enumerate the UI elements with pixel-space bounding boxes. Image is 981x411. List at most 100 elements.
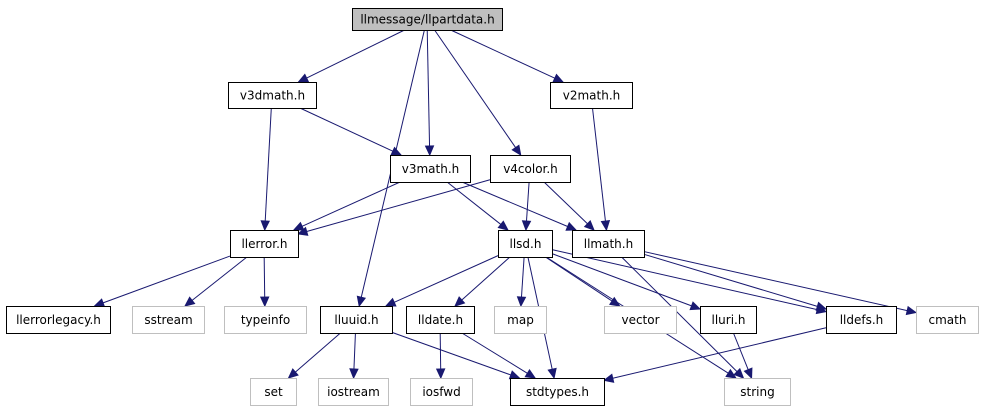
edge-llsd-to-lldate: [454, 256, 511, 307]
edge-lldate-to-iosfwd: [435, 332, 446, 380]
node-box: [406, 306, 475, 334]
node-v4color[interactable]: v4color.h: [490, 155, 571, 183]
edge-line: [301, 181, 401, 227]
node-box: [250, 378, 297, 406]
edge-line: [461, 256, 511, 301]
edge-llsd-to-map: [516, 256, 527, 308]
arrowhead-icon: [435, 368, 446, 380]
edge-root-to-v4color: [434, 29, 522, 157]
node-vector: vector: [604, 306, 677, 334]
arrowhead-icon: [508, 370, 521, 380]
arrowhead-icon: [390, 146, 403, 156]
node-v2math[interactable]: v2math.h: [550, 82, 633, 109]
node-label: v3math.h: [402, 162, 460, 176]
edge-line: [306, 29, 405, 79]
edge-line: [591, 107, 606, 222]
node-map: map: [494, 306, 547, 334]
arrowhead-icon: [552, 73, 565, 83]
edge-v4color-to-llsd: [521, 181, 532, 232]
edge-line: [643, 253, 818, 307]
edge-v3dmath-to-v3math: [299, 107, 403, 156]
node-llsd[interactable]: llsd.h: [498, 230, 553, 258]
node-set: set: [250, 378, 297, 406]
edge-llerror-to-llerrorlegacy: [93, 255, 231, 308]
edge-llsd-to-vector: [545, 256, 621, 307]
node-box: [410, 378, 473, 406]
edge-root-to-v3dmath: [297, 29, 405, 83]
node-label: v4color.h: [503, 162, 558, 176]
node-lldefs[interactable]: lldefs.h: [826, 306, 897, 334]
node-llerrorlegacy[interactable]: llerrorlegacy.h: [6, 306, 111, 334]
node-box: [826, 306, 897, 334]
arrowhead-icon: [454, 296, 466, 307]
node-llerror[interactable]: llerror.h: [230, 230, 299, 258]
arrowhead-icon: [602, 373, 615, 383]
node-lluri[interactable]: lluri.h: [700, 306, 757, 334]
edge-root-to-v2math: [450, 29, 565, 83]
edge-line: [353, 332, 356, 370]
edge-lluuid-to-set: [287, 332, 341, 379]
node-label: iostream: [327, 385, 380, 399]
arrowhead-icon: [733, 367, 745, 379]
edge-line: [520, 256, 525, 298]
edge-v2math-to-llmath: [591, 107, 611, 232]
node-box: [572, 230, 645, 258]
node-box: [228, 82, 317, 109]
arrowhead-icon: [815, 301, 828, 311]
arrowhead-icon: [259, 296, 270, 308]
edge-line: [545, 256, 613, 302]
edge-line: [394, 255, 499, 303]
node-label: string: [740, 385, 774, 399]
node-label: vector: [621, 313, 659, 327]
node-label: lluri.h: [712, 313, 746, 327]
edge-line: [434, 29, 517, 148]
arrowhead-icon: [93, 298, 106, 308]
node-string: string: [724, 378, 791, 406]
node-box: [390, 155, 471, 183]
node-label: map: [507, 313, 534, 327]
arrowhead-icon: [689, 301, 702, 311]
node-v3dmath[interactable]: v3dmath.h: [228, 82, 317, 109]
node-label: cmath: [929, 313, 967, 327]
node-box: [230, 230, 299, 258]
node-root[interactable]: llmessage/llpartdata.h: [352, 8, 503, 31]
node-label: llerrorlegacy.h: [16, 313, 101, 327]
node-label: llerror.h: [241, 237, 287, 251]
node-box: [916, 306, 979, 334]
edge-llmath-to-lldefs: [643, 253, 828, 311]
node-lluuid[interactable]: lluuid.h: [320, 306, 393, 334]
node-box: [320, 306, 393, 334]
edge-line: [299, 107, 394, 152]
node-label: v3dmath.h: [240, 89, 305, 103]
node-label: llsd.h: [510, 237, 542, 251]
edge-line: [551, 249, 818, 311]
edge-lldate-to-stdtypes: [461, 332, 537, 379]
arrowhead-icon: [424, 145, 435, 157]
arrowhead-icon: [516, 296, 527, 308]
edge-line: [264, 107, 272, 222]
arrowhead-icon: [497, 220, 509, 231]
edge-line: [732, 332, 749, 370]
edge-llerror-to-typeinfo: [259, 256, 270, 308]
arrowhead-icon: [600, 220, 611, 232]
node-box: [498, 230, 553, 258]
arrowhead-icon: [184, 296, 196, 307]
arrowhead-icon: [725, 368, 737, 379]
node-stdtypes[interactable]: stdtypes.h: [510, 378, 605, 406]
arrowhead-icon: [296, 226, 309, 236]
arrowhead-icon: [292, 221, 305, 231]
arrowhead-icon: [547, 367, 557, 380]
node-box: [318, 378, 389, 406]
arrowhead-icon: [260, 220, 271, 232]
node-lldate[interactable]: lldate.h: [406, 306, 475, 334]
node-label: sstream: [144, 313, 192, 327]
edge-llerror-to-sstream: [184, 256, 248, 307]
node-v3math[interactable]: v3math.h: [390, 155, 471, 183]
node-label: lldate.h: [418, 313, 463, 327]
node-label: llmath.h: [584, 237, 633, 251]
node-llmath[interactable]: llmath.h: [572, 230, 645, 258]
edge-llmath-to-cmath: [643, 251, 918, 316]
edge-line: [525, 181, 530, 222]
edge-llsd-to-lldefs: [551, 249, 828, 315]
